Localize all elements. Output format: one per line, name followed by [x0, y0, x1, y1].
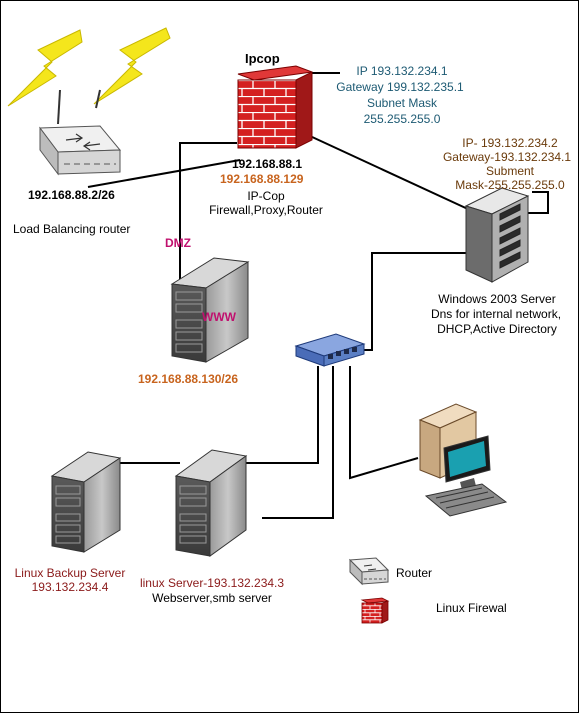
link-switch-linuxserver: [262, 366, 334, 519]
link-switch-desktop: [349, 366, 419, 480]
link-firewall-windows: [296, 129, 471, 211]
linux-server-icon: [174, 449, 248, 557]
windows-server-gateway: Gateway-193.132.234.1: [442, 150, 572, 164]
windows-server-mask: Mask-255.255.255.0: [455, 178, 565, 192]
load-balancer-ip: 192.168.88.2/26: [28, 188, 115, 202]
windows-server-title: Windows 2003 Server: [438, 292, 556, 306]
firewall-external-ip: IP 193.132.234.1: [356, 64, 448, 78]
legend-firewall-icon: [360, 597, 390, 624]
windows-server-ip: IP- 193.132.234.2: [462, 136, 558, 150]
firewall-external-gateway: Gateway 199.132.235.1: [336, 80, 464, 94]
firewall-title: Ipcop: [245, 51, 280, 66]
firewall-name: IP-Cop: [247, 189, 285, 203]
network-switch-icon: [294, 333, 366, 367]
dmz-web-server-icon: [170, 257, 250, 363]
firewall-dmz-ip: 192.168.88.129: [220, 172, 304, 186]
windows-server-dns: Dns for internal network,: [430, 307, 562, 321]
wireless-lightning-icon: [7, 27, 171, 125]
load-balancer-router-icon: [39, 125, 122, 176]
link-firewall-loadbalancer: [87, 159, 241, 188]
linux-backup-name: Linux Backup Server: [14, 566, 126, 580]
legend-router-icon: [348, 557, 390, 586]
link-windows-label: [527, 191, 549, 214]
windows-server-mask-label: Subment: [485, 164, 535, 178]
legend-router-label: Router: [396, 566, 433, 580]
desktop-pc-icon: [418, 403, 508, 517]
firewall-roles: Firewall,Proxy,Router: [209, 203, 323, 217]
linux-backup-ip: 193.132.234.4: [31, 580, 109, 594]
linux-backup-server-icon: [50, 451, 122, 553]
firewall-internal-ip: 192.168.88.1: [232, 157, 303, 171]
linux-server-name: linux Server-193.132.234.3: [139, 576, 285, 590]
legend-firewall-label: Linux Firewal: [436, 601, 507, 615]
dmz-server-label: WWW: [202, 310, 236, 324]
link-firewall-dmz: [179, 142, 237, 280]
load-balancer-name: Load Balancing router: [13, 222, 131, 236]
windows-server-tower-icon: [464, 187, 530, 283]
dmz-server-ip: 192.168.88.130/26: [138, 372, 239, 386]
dmz-label: DMZ: [165, 236, 191, 250]
linux-server-roles: Webserver,smb server: [152, 591, 272, 605]
windows-server-services: DHCP,Active Directory: [437, 322, 557, 336]
firewall-external-mask: 255.255.255.0: [363, 112, 441, 126]
firewall-external-mask-label: Subnet Mask: [366, 96, 438, 110]
firewall-icon: [237, 65, 313, 149]
